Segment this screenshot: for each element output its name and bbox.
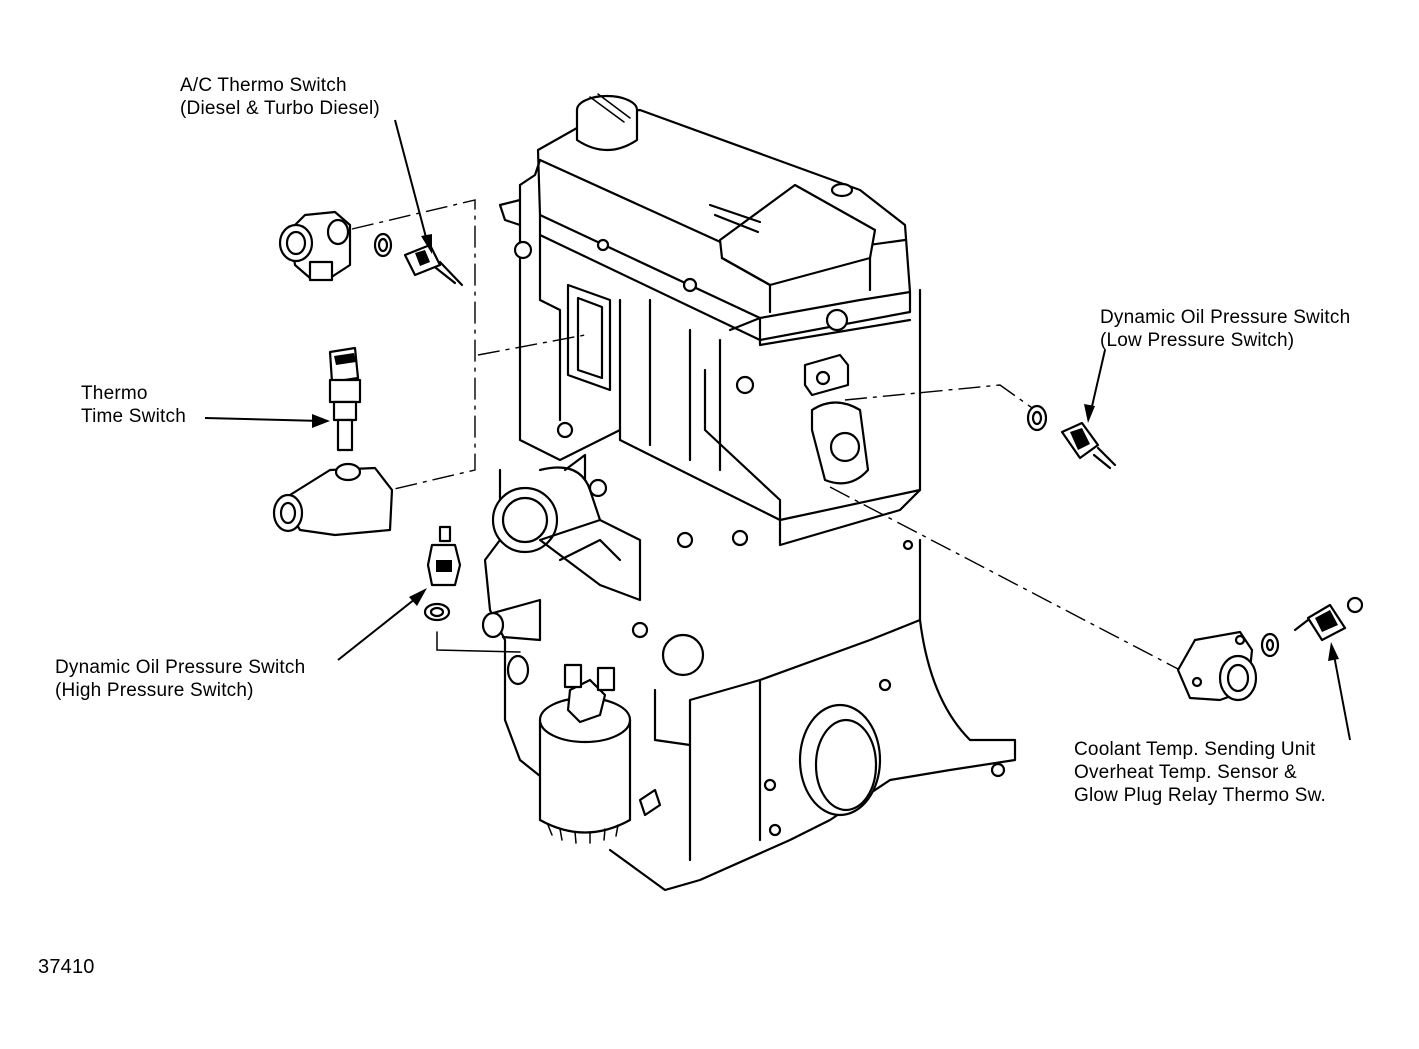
thermo-time-switch-line2: Time Switch xyxy=(81,406,186,427)
ac-thermo-switch-label: A/C Thermo Switch (Diesel & Turbo Diesel… xyxy=(180,74,380,120)
coolant-temp-label: Coolant Temp. Sending Unit Overheat Temp… xyxy=(1074,738,1326,807)
thermo-time-switch-parts xyxy=(272,346,394,537)
thermo-time-switch-label: Thermo Time Switch xyxy=(81,382,186,428)
coolant-temp-line3: Glow Plug Relay Thermo Sw. xyxy=(1074,785,1326,806)
dyn-oil-high-line2: (High Pressure Switch) xyxy=(55,680,254,701)
low-pressure-switch-parts xyxy=(1026,404,1117,470)
ac-thermo-switch-line2: (Diesel & Turbo Diesel) xyxy=(180,98,380,119)
coolant-temp-line2: Overheat Temp. Sensor & xyxy=(1074,762,1297,783)
thermo-time-switch-line1: Thermo xyxy=(81,383,148,404)
engine-block xyxy=(481,93,1017,892)
dyn-oil-low-line2: (Low Pressure Switch) xyxy=(1100,330,1295,351)
ac-thermo-switch-line1: A/C Thermo Switch xyxy=(180,75,347,96)
dyn-oil-high-line1: Dynamic Oil Pressure Switch xyxy=(55,657,306,678)
dyn-oil-high-label: Dynamic Oil Pressure Switch (High Pressu… xyxy=(55,656,305,702)
figure-number: 37410 xyxy=(38,956,95,978)
coolant-temp-line1: Coolant Temp. Sending Unit xyxy=(1074,739,1316,760)
high-pressure-switch-parts xyxy=(423,525,462,622)
dyn-oil-low-label: Dynamic Oil Pressure Switch (Low Pressur… xyxy=(1100,306,1350,352)
leader-arrows xyxy=(204,119,1351,741)
assembly-lines xyxy=(351,199,1181,671)
dyn-oil-low-line1: Dynamic Oil Pressure Switch xyxy=(1100,307,1351,328)
coolant-temp-parts xyxy=(1176,596,1364,702)
ac-thermo-switch-parts xyxy=(278,210,464,287)
